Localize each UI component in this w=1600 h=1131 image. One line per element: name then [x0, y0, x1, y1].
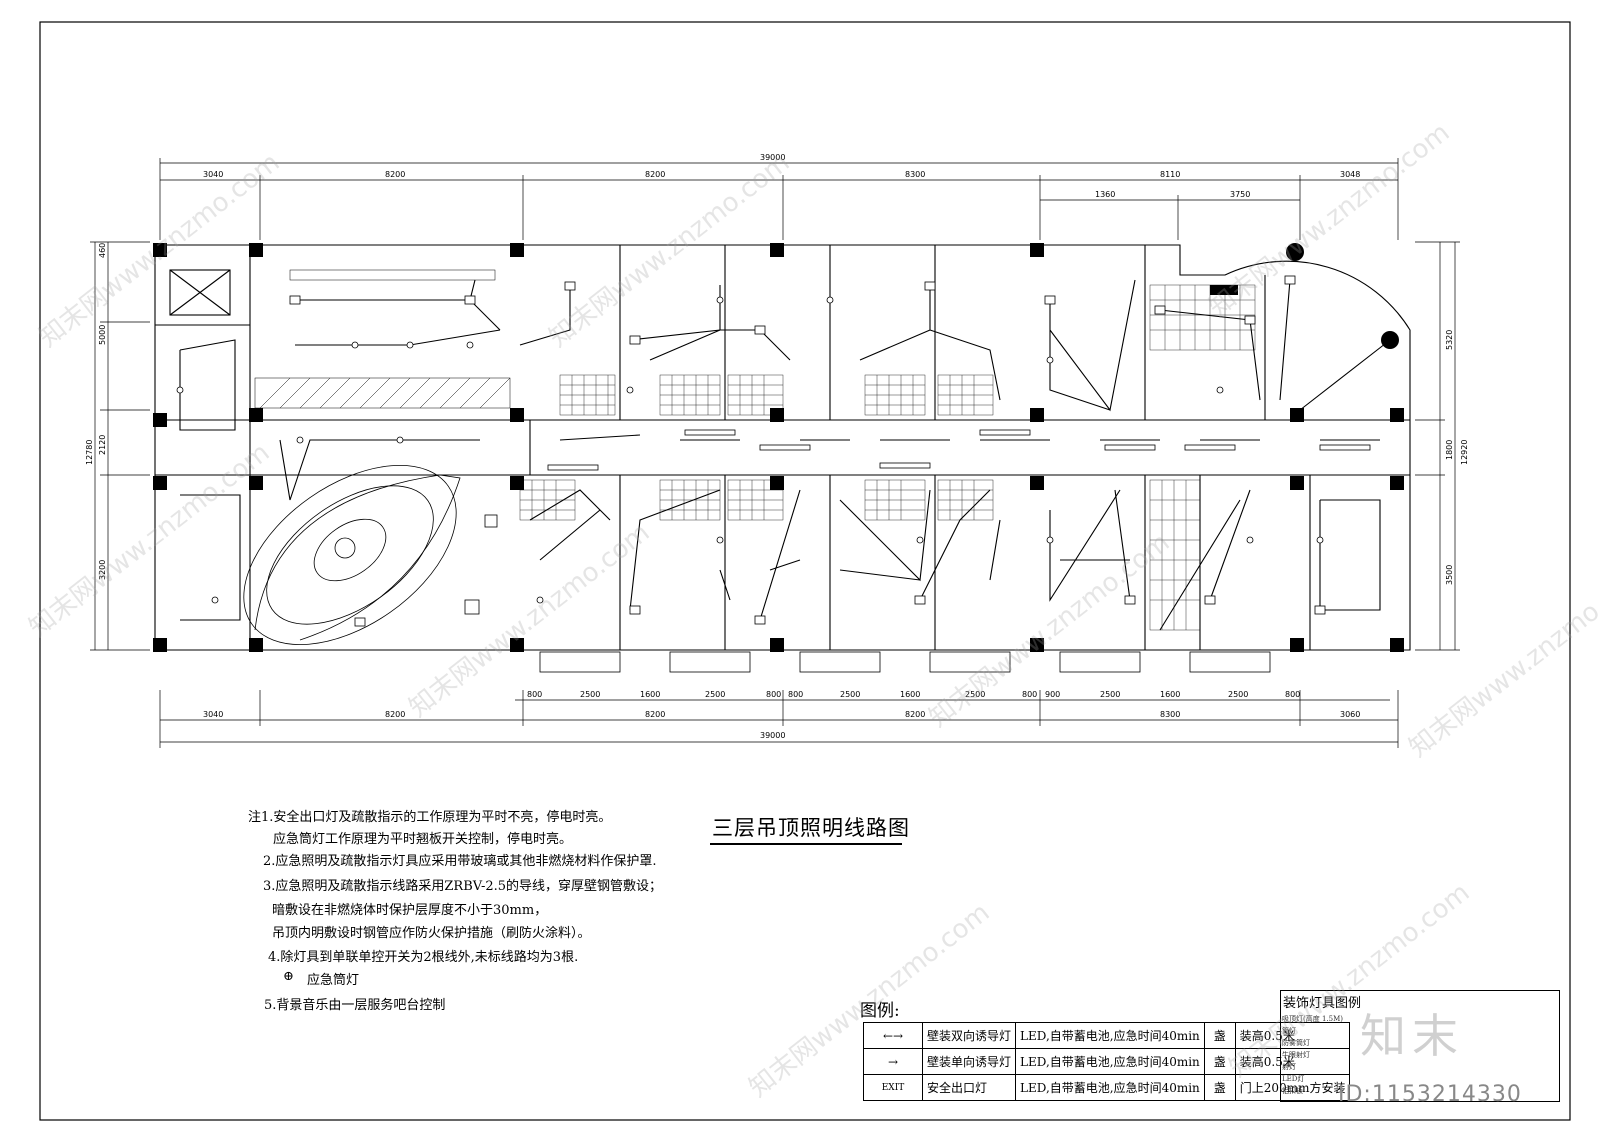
note-emergency-label: 应急筒灯 [307, 973, 360, 988]
building-walls [154, 244, 1411, 651]
legend-table: ←→ 壁装双向诱导灯 LED,自带蓄电池,应急时间40min 盏 装高0.5米 … [863, 1022, 1351, 1101]
legend-row: EXIT 安全出口灯 LED,自带蓄电池,应急时间40min 盏 门上200mm… [863, 1074, 1351, 1101]
sheet-border [39, 21, 1571, 1121]
svg-text:800: 800 [766, 690, 781, 699]
svg-text:8200: 8200 [385, 710, 405, 719]
legend-heading: 图例: [860, 1001, 900, 1021]
svg-text:8200: 8200 [645, 710, 665, 719]
svg-text:8200: 8200 [645, 170, 665, 179]
note-1: 注1.安全出口灯及疏散指示的工作原理为平时不亮，停电时亮。 [248, 810, 612, 825]
right-dimensions [1415, 241, 1460, 651]
bathroom-tiles [519, 284, 1256, 631]
svg-text:8110: 8110 [1160, 170, 1180, 179]
top-dimensions [159, 158, 1399, 240]
light-fixtures [176, 275, 1326, 627]
lighting-circuits [179, 279, 1391, 631]
corridor-lights [547, 429, 1371, 471]
note-2: 2.应急照明及疏散指示灯具应采用带玻璃或其他非燃烧材料作保护罩. [263, 854, 657, 869]
id-tag: ID:1153214330 [1338, 1082, 1522, 1107]
svg-text:2500: 2500 [580, 690, 600, 699]
top-total-label: 39000 [760, 153, 785, 162]
title-underline [710, 843, 902, 845]
svg-text:3200: 3200 [98, 560, 107, 580]
svg-text:3500: 3500 [1445, 565, 1454, 585]
legend-install: 装高0.5米 [1234, 1048, 1351, 1075]
deco-legend-box [1280, 990, 1560, 1102]
svg-text:1800: 1800 [1445, 440, 1454, 460]
columns [153, 243, 1404, 652]
note-1b: 应急筒灯工作原理为平时翘板开关控制，停电时亮。 [273, 832, 573, 847]
svg-text:900: 900 [1045, 690, 1060, 699]
svg-text:12920: 12920 [1460, 440, 1469, 465]
svg-text:8300: 8300 [905, 170, 925, 179]
legend-spec: LED,自带蓄电池,应急时间40min [1015, 1074, 1205, 1101]
svg-text:3040: 3040 [203, 170, 223, 179]
svg-text:460: 460 [98, 243, 107, 258]
deco-row: 防雾筒灯 [1282, 1039, 1310, 1047]
svg-text:2120: 2120 [98, 435, 107, 455]
note-4: 4.除灯具到单联单控开关为2根线外,未标线路均为3根. [268, 950, 579, 965]
legend-symbol: EXIT [863, 1074, 923, 1101]
svg-text:2500: 2500 [1100, 690, 1120, 699]
svg-text:800: 800 [1285, 690, 1300, 699]
bottom-dimension-labels: 39000 3040 8200 8200 8200 8300 3060 800 … [203, 690, 1360, 740]
note-3: 3.应急照明及疏散指示线路采用ZRBV-2.5的导线，穿厚壁钢管敷设； [263, 879, 663, 894]
right-dimension-labels: 5320 1800 3500 12920 [1445, 330, 1469, 585]
hatched-counter [254, 269, 511, 409]
svg-text:1600: 1600 [900, 690, 920, 699]
bottom-dimensions [159, 690, 1399, 748]
note-5: 5.背景音乐由一层服务吧台控制 [264, 998, 446, 1013]
top-dimension-labels: 39000 3040 8200 8200 8300 8110 3048 1360… [203, 153, 1360, 199]
logo-watermark: 知末 [1360, 1009, 1464, 1063]
svg-text:12780: 12780 [85, 440, 94, 465]
svg-text:2500: 2500 [705, 690, 725, 699]
deco-row: LED灯 [1282, 1075, 1305, 1083]
windows [539, 651, 1271, 673]
lobby-oval-ceiling [243, 465, 461, 645]
svg-text:3040: 3040 [203, 710, 223, 719]
legend-name: 安全出口灯 [921, 1074, 1017, 1101]
legend-spec: LED,自带蓄电池,应急时间40min [1015, 1022, 1205, 1049]
legend-name: 壁装单向诱导灯 [921, 1048, 1017, 1075]
note-3b: 暗敷设在非燃烧体时保护层厚度不小于30mm， [272, 903, 548, 918]
deco-legend-heading: 装饰灯具图例 [1283, 996, 1362, 1011]
svg-text:2500: 2500 [840, 690, 860, 699]
svg-text:1600: 1600 [640, 690, 660, 699]
left-dimensions [90, 241, 150, 651]
svg-text:8200: 8200 [905, 710, 925, 719]
legend-unit: 盏 [1203, 1022, 1236, 1049]
svg-text:1600: 1600 [1160, 690, 1180, 699]
svg-text:1360: 1360 [1095, 190, 1115, 199]
left-dimension-labels: 460 5000 2120 3200 12780 [85, 243, 107, 580]
svg-text:3060: 3060 [1340, 710, 1360, 719]
svg-text:3048: 3048 [1340, 170, 1360, 179]
deco-row: 吸顶灯(高度 1.5M) [1282, 1015, 1343, 1023]
svg-text:8200: 8200 [385, 170, 405, 179]
svg-text:5000: 5000 [98, 325, 107, 345]
legend-name: 壁装双向诱导灯 [921, 1022, 1017, 1049]
legend-symbol: ←→ [863, 1022, 923, 1049]
svg-text:2500: 2500 [1228, 690, 1248, 699]
svg-text:2500: 2500 [965, 690, 985, 699]
deco-row: 牛眼射灯 [1282, 1051, 1310, 1059]
deco-row: 铝扣板 [1282, 1087, 1303, 1095]
svg-text:8300: 8300 [1160, 710, 1180, 719]
legend-row: → 壁装单向诱导灯 LED,自带蓄电池,应急时间40min 盏 装高0.5米 [863, 1048, 1351, 1075]
deco-row: 筒灯 [1282, 1027, 1296, 1035]
svg-text:3750: 3750 [1230, 190, 1250, 199]
svg-text:800: 800 [1022, 690, 1037, 699]
note-3c: 吊顶内明敷设时钢管应作防火保护措施（刷防火涂料）。 [272, 926, 591, 941]
legend-spec: LED,自带蓄电池,应急时间40min [1015, 1048, 1205, 1075]
deco-row: 射灯 [1282, 1063, 1296, 1071]
svg-text:39000: 39000 [760, 731, 785, 740]
legend-symbol: → [863, 1048, 923, 1075]
drawing-title: 三层吊顶照明线路图 [712, 816, 910, 840]
emergency-downlight-symbol: ⊕ [283, 969, 294, 984]
legend-install: 门上200mm方安装 [1234, 1074, 1351, 1101]
svg-text:800: 800 [788, 690, 803, 699]
svg-text:800: 800 [527, 690, 542, 699]
svg-text:5320: 5320 [1445, 330, 1454, 350]
legend-unit: 盏 [1203, 1074, 1236, 1101]
